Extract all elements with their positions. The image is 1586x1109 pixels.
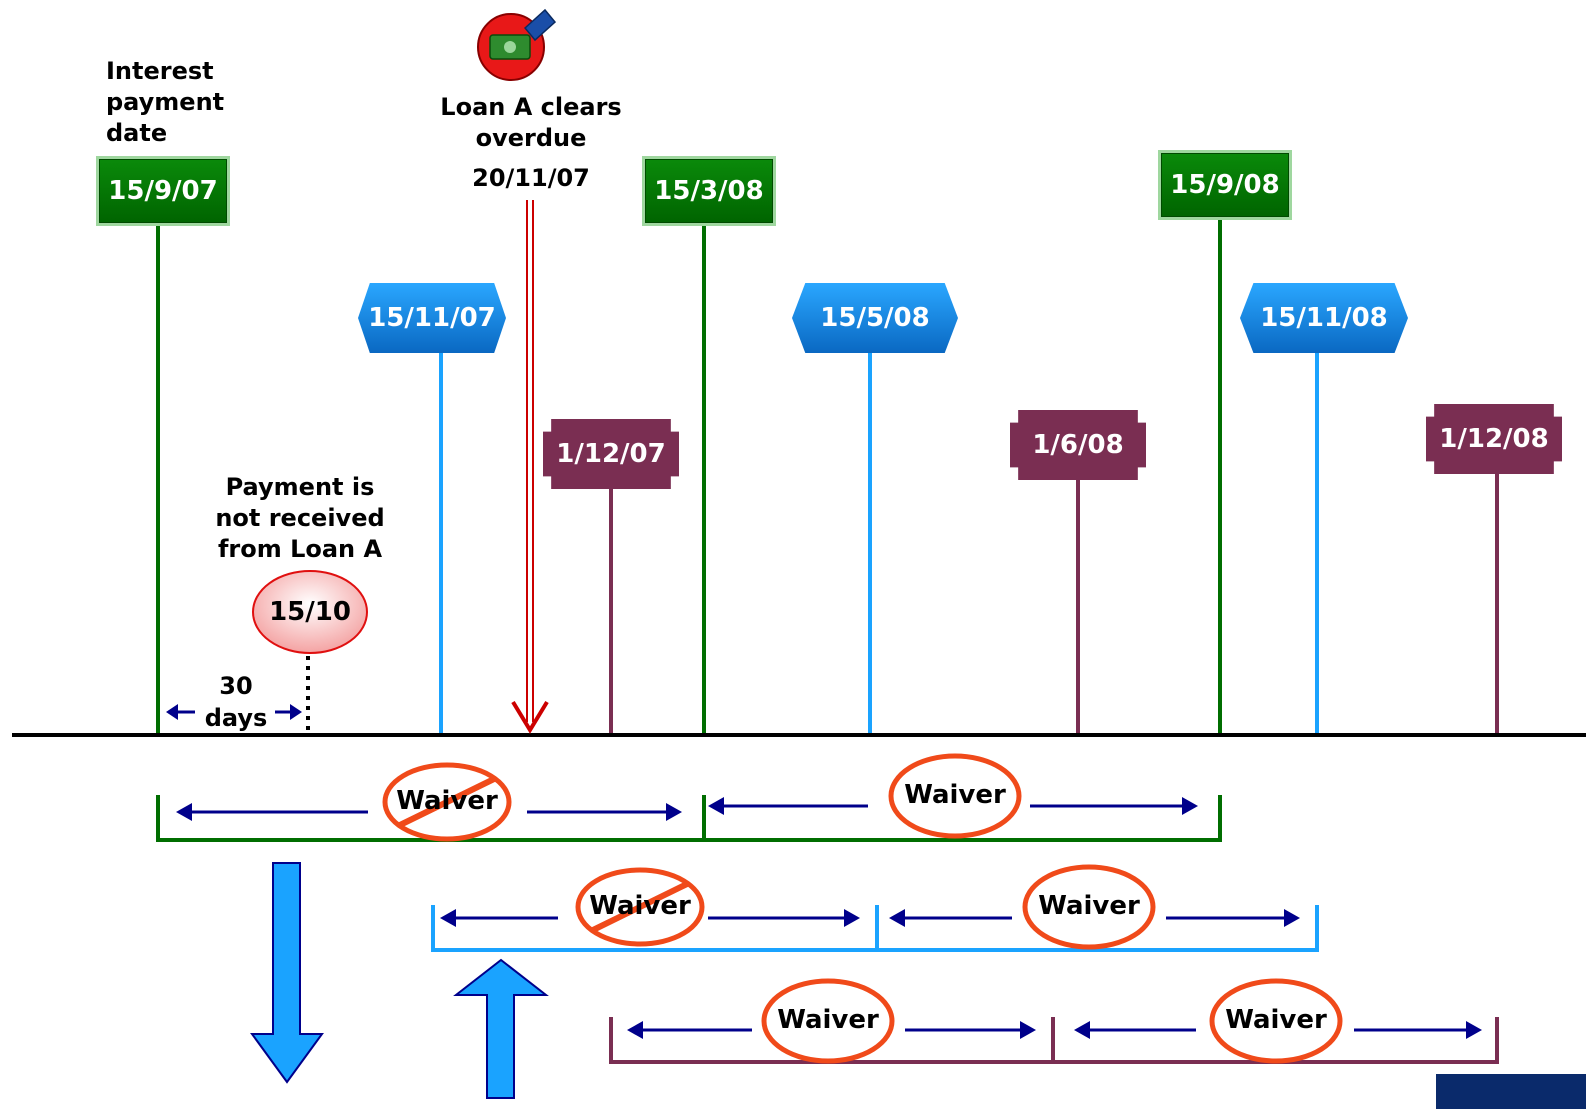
waiver-text-5: Waiver bbox=[777, 1005, 879, 1035]
blue-date-label-1: 15/11/07 bbox=[358, 283, 506, 353]
purple-date-label-2: 1/6/08 bbox=[1010, 410, 1146, 480]
money-icon bbox=[477, 8, 557, 81]
green-date-label-1: 15/9/07 bbox=[96, 156, 230, 226]
event-line-2: overdue bbox=[475, 124, 587, 152]
event-label: Loan A clears overdue bbox=[420, 92, 642, 154]
bracket-green-2 bbox=[702, 795, 1222, 842]
missed-date-ellipse bbox=[252, 570, 368, 654]
waiver-ellipse-4 bbox=[1022, 864, 1156, 950]
missed-line-3: from Loan A bbox=[217, 535, 383, 563]
waiver-text-1: Waiver bbox=[396, 786, 498, 816]
waiver-prohibited-slash-1 bbox=[398, 776, 496, 828]
heading-line-2: payment bbox=[106, 88, 225, 116]
waiver-ellipse-6 bbox=[1209, 978, 1343, 1064]
gap-unit: days bbox=[204, 704, 268, 732]
purple-date-label-3: 1/12/08 bbox=[1426, 404, 1562, 474]
waiver-text-4: Waiver bbox=[1038, 891, 1140, 921]
event-line-1: Loan A clears bbox=[440, 93, 622, 121]
green-date-label-3: 15/9/08 bbox=[1158, 150, 1292, 220]
event-arrow bbox=[511, 700, 549, 734]
gap-number: 30 bbox=[219, 672, 253, 700]
blue-date-label-3: 15/11/08 bbox=[1240, 283, 1408, 353]
down-arrow bbox=[250, 862, 324, 1084]
missed-line-1: Payment is bbox=[225, 473, 375, 501]
heading-line-1: Interest bbox=[106, 57, 214, 85]
missed-date: 15/10 bbox=[269, 597, 351, 627]
up-arrow bbox=[453, 958, 549, 1099]
missed-label: Payment is not received from Loan A bbox=[200, 472, 400, 565]
waiver-text-3: Waiver bbox=[589, 891, 691, 921]
bracket-blue-2 bbox=[875, 905, 1319, 952]
green-date-label-2: 15/3/08 bbox=[642, 156, 776, 226]
missed-line-2: not received bbox=[215, 504, 385, 532]
heading-line-3: date bbox=[106, 119, 168, 147]
blue-date-label-2: 15/5/08 bbox=[792, 283, 958, 353]
corner-block bbox=[1436, 1074, 1586, 1109]
waiver-prohibited-slash-2 bbox=[591, 881, 689, 933]
waiver-text-2: Waiver bbox=[904, 780, 1006, 810]
legend-heading: Interest payment date bbox=[106, 56, 224, 149]
event-date: 20/11/07 bbox=[472, 164, 590, 192]
waiver-text-6: Waiver bbox=[1225, 1005, 1327, 1035]
purple-date-label-1: 1/12/07 bbox=[543, 419, 679, 489]
waiver-ellipse-5 bbox=[761, 978, 895, 1064]
waiver-ellipse-2 bbox=[888, 753, 1022, 839]
